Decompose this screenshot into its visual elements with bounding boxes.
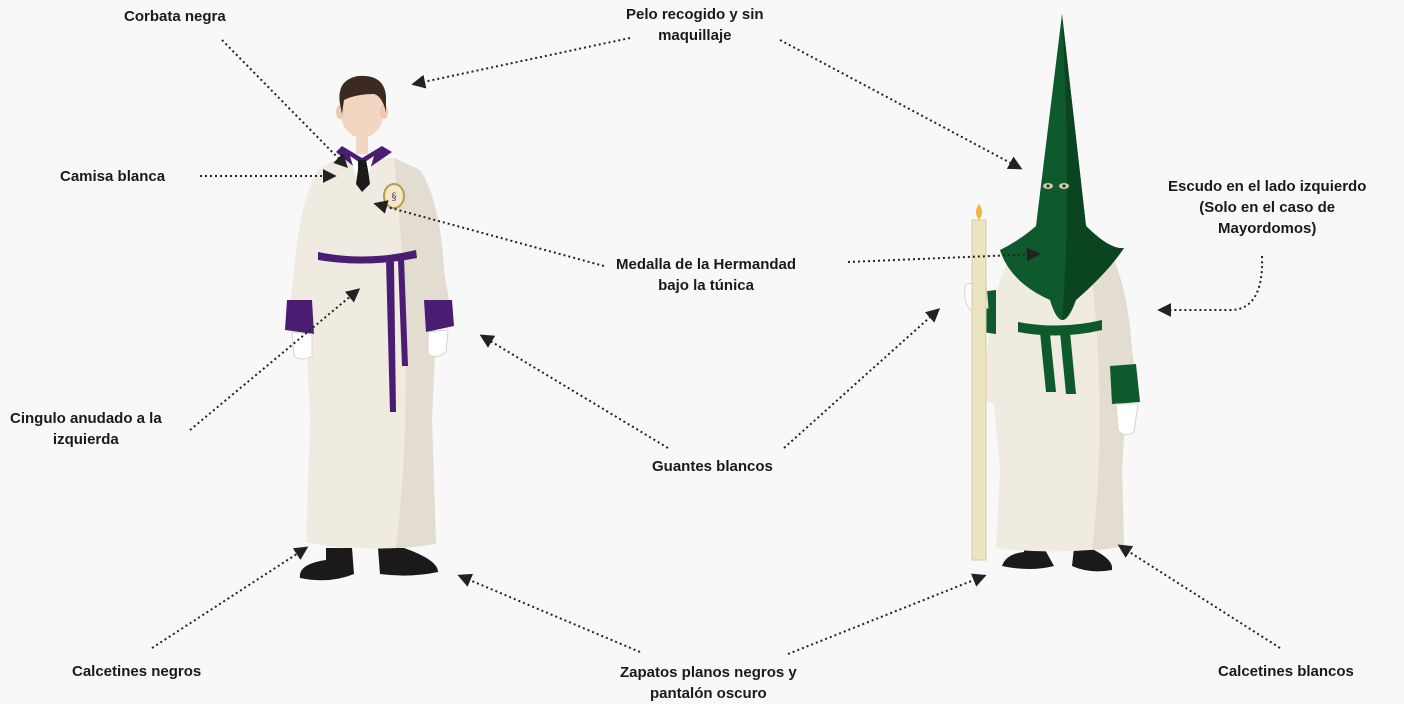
arrow-medalla <box>373 200 605 267</box>
label-escudo: Escudo en el lado izquierdo (Solo en el … <box>1168 178 1367 237</box>
nazareno-purple-figure: § <box>285 75 454 581</box>
right-cuff <box>1110 364 1140 404</box>
right-glove <box>427 329 449 358</box>
label-camisa-blanca: Camisa blanca <box>60 168 166 185</box>
label-medalla: Medalla de la Hermandad bajo la túnica <box>616 256 797 294</box>
hair <box>339 75 386 114</box>
right-shoe <box>378 548 438 576</box>
arrow-zapatos-right <box>787 573 987 655</box>
left-cuff <box>285 300 314 334</box>
candle-icon <box>971 204 987 561</box>
arrow-guantes-right <box>783 308 941 449</box>
arrow-pelo-right <box>779 39 1023 170</box>
arrow-calc-negros <box>151 546 309 649</box>
label-calcetines-negros: Calcetines negros <box>72 663 202 680</box>
label-zapatos: Zapatos planos negros y pantalón oscuro <box>620 664 797 702</box>
right-cuff <box>424 300 454 332</box>
left-shoe <box>1002 548 1054 569</box>
purple-cingulo <box>318 250 417 264</box>
medal-icon: § <box>383 183 405 209</box>
arrow-cingulo <box>189 288 361 431</box>
right-glove <box>1115 403 1139 436</box>
arrow-zapatos-left <box>457 573 641 653</box>
arrow-corbata <box>221 39 348 168</box>
purple-collar <box>336 146 392 170</box>
arrow-escudo-hook <box>1157 255 1264 317</box>
label-pelo-recogido: Pelo recogido y sin maquillaje <box>626 6 764 44</box>
black-tie <box>356 160 370 192</box>
dotted-arrow-icon <box>151 37 1281 655</box>
label-corbata-negra: Corbata negra <box>124 8 226 25</box>
arrow-escudo <box>847 247 1041 263</box>
arrow-guantes-left <box>479 334 669 449</box>
left-glove <box>291 331 313 360</box>
label-cingulo: Cingulo anudado a la izquierda <box>10 410 162 448</box>
left-shoe <box>299 548 354 581</box>
arrow-pelo-left <box>411 37 631 89</box>
svg-text:§: § <box>392 192 397 203</box>
label-guantes-blancos: Guantes blancos <box>652 458 773 475</box>
nazareno-green-figure <box>964 14 1140 572</box>
label-calcetines-blancos: Calcetines blancos <box>1218 663 1354 680</box>
arrow-calc-blancos <box>1117 544 1281 649</box>
right-shoe <box>1072 548 1113 572</box>
green-cingulo <box>1018 320 1102 336</box>
